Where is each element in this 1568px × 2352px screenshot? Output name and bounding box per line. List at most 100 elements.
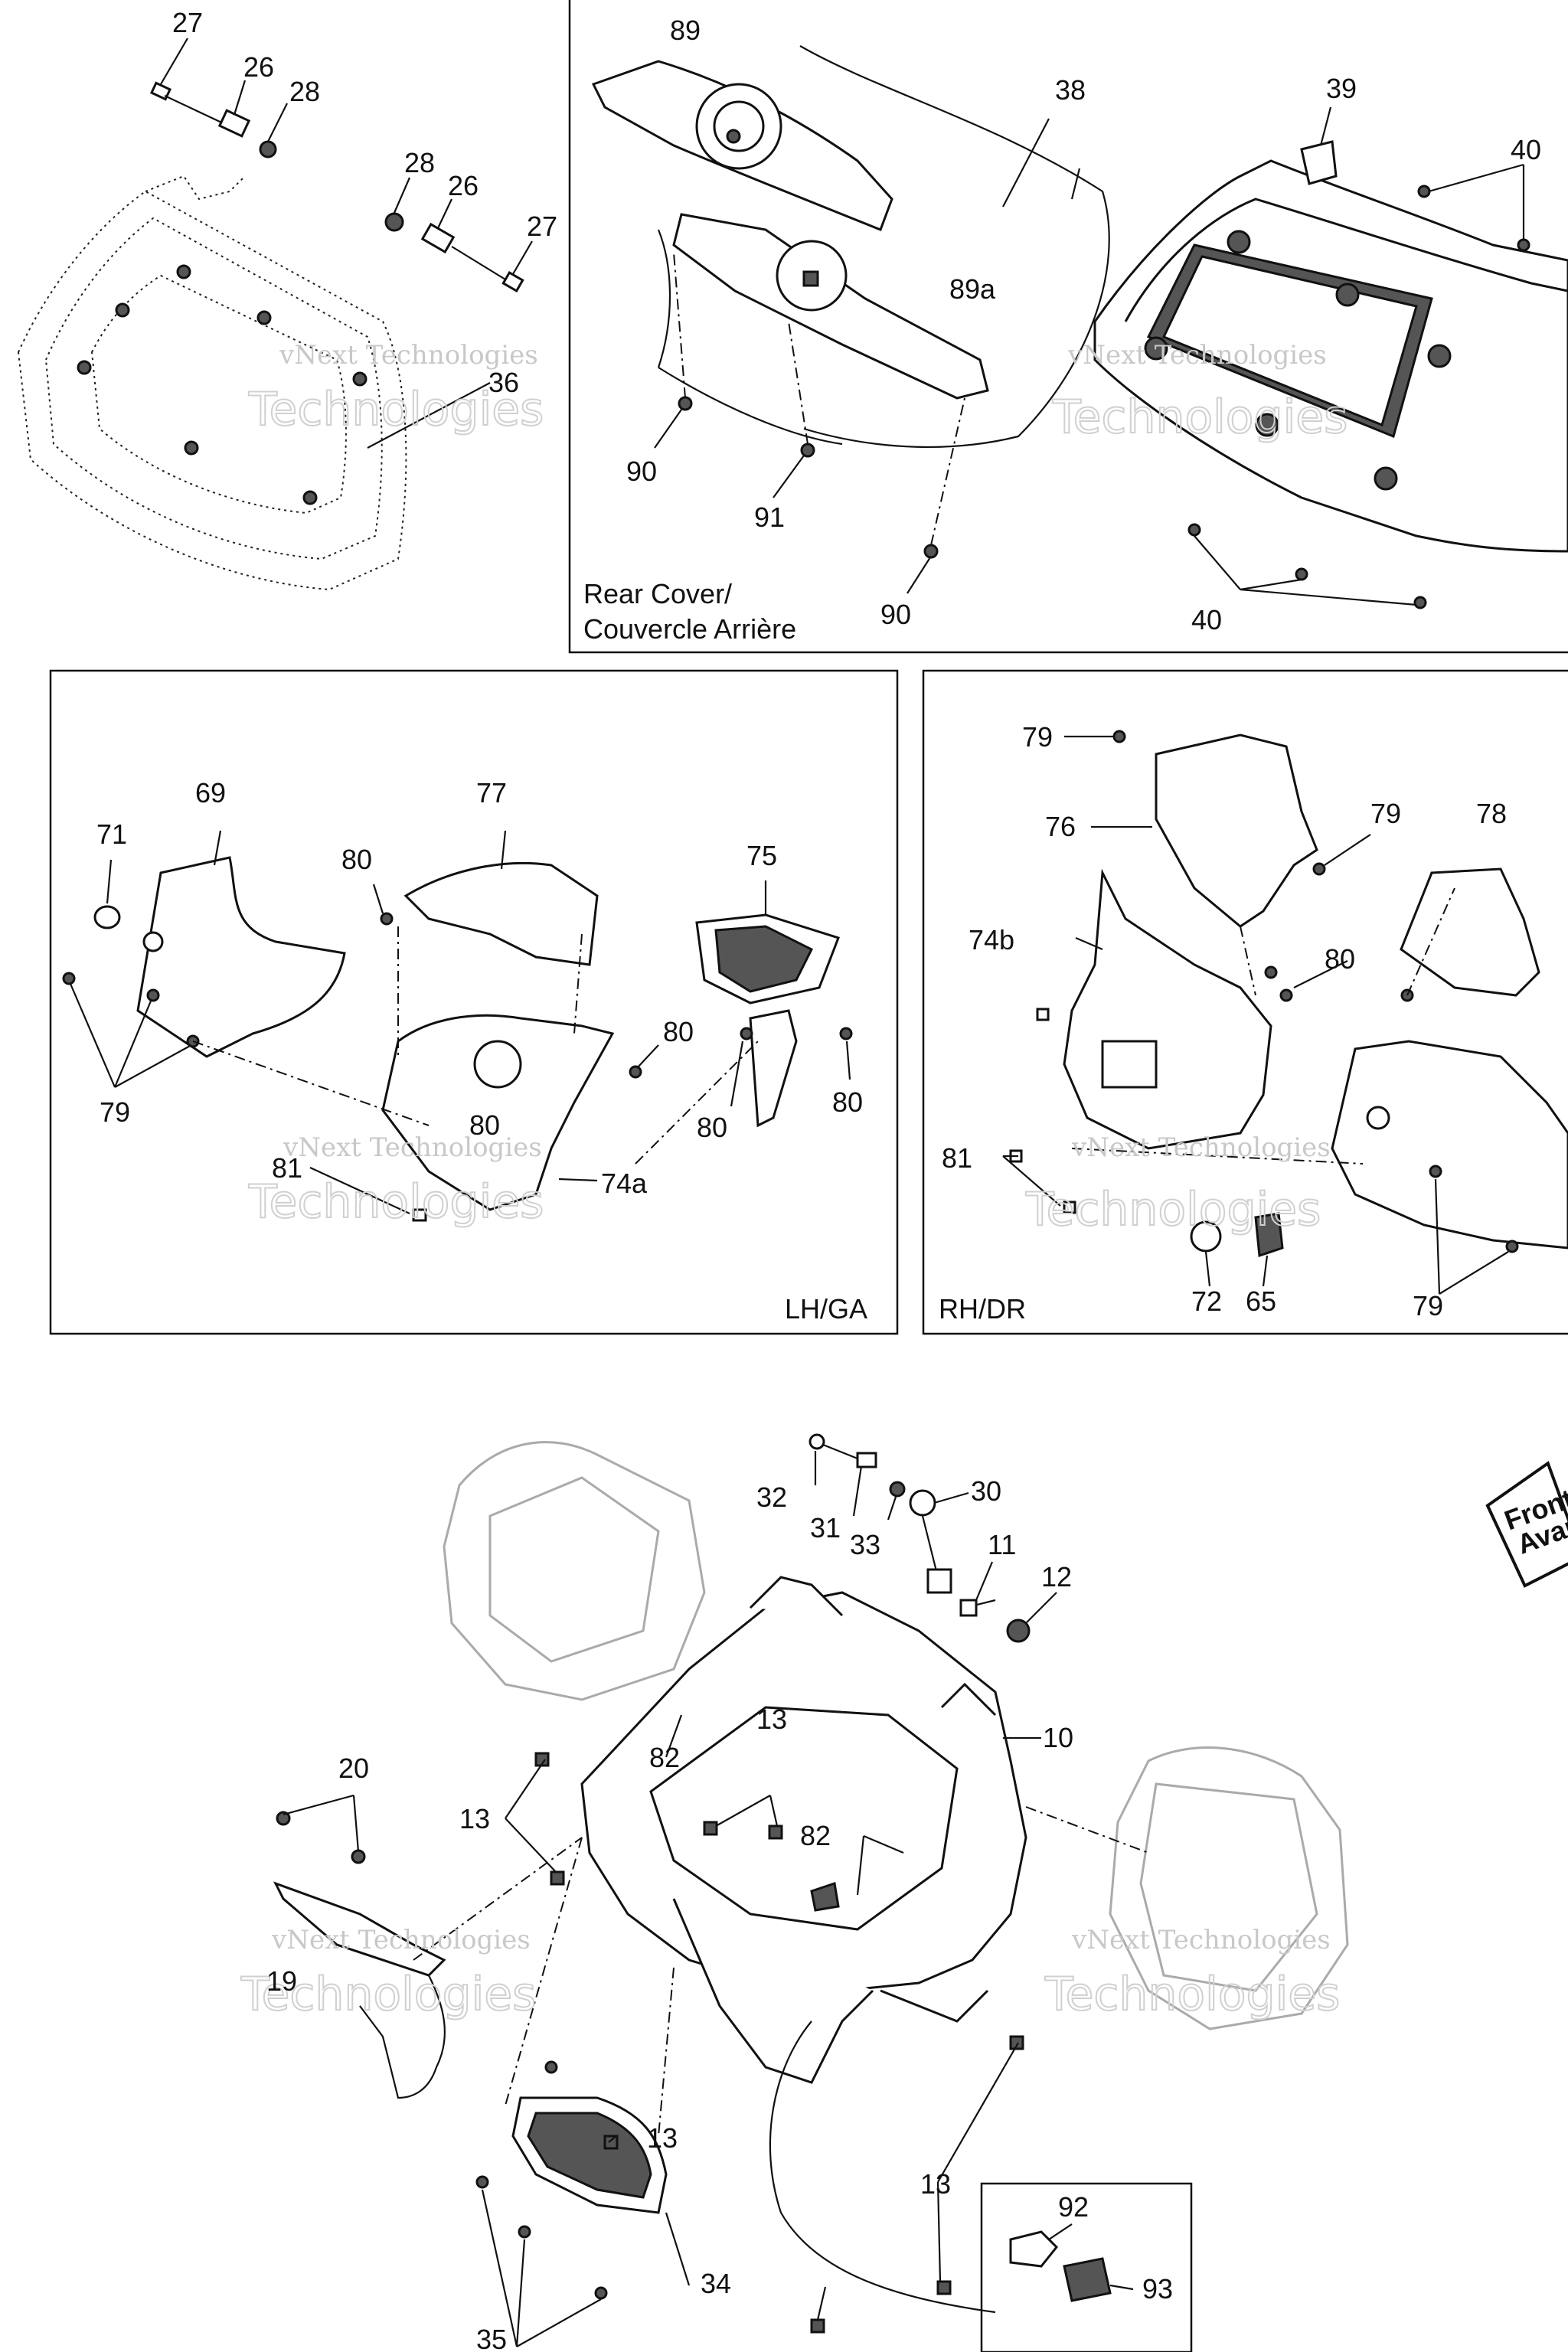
callout-34: 34 — [701, 2268, 731, 2299]
watermark: vNext Technologies Technologies vNext Te… — [240, 340, 1348, 2022]
callout-32: 32 — [756, 1481, 787, 1513]
part-32-bolt — [808, 1433, 906, 1498]
callout-26: 26 — [243, 51, 274, 83]
callout-80: 80 — [1325, 943, 1355, 975]
inset-panel-frame — [980, 2182, 1193, 2352]
svg-text:vNext Technologies: vNext Technologies — [271, 1925, 531, 1955]
callout-78: 78 — [1476, 798, 1507, 829]
callout-74a: 74a — [601, 1168, 648, 1199]
callout-40: 40 — [1511, 134, 1541, 165]
callout-40: 40 — [1191, 604, 1222, 635]
callout-39: 39 — [1326, 73, 1357, 104]
svg-text:vNext Technologies: vNext Technologies — [1067, 340, 1327, 371]
callout-93: 93 — [1142, 2273, 1173, 2305]
part-92-clip — [1009, 2230, 1059, 2268]
callout-82: 82 — [800, 1820, 831, 1851]
left-panel-label: LH/GA — [785, 1293, 867, 1325]
callout-82: 82 — [649, 1742, 680, 1773]
part-10-frame — [580, 1576, 1027, 2084]
callout-36: 36 — [488, 367, 519, 398]
callout-92: 92 — [1058, 2191, 1089, 2223]
callout-19: 19 — [266, 1965, 297, 1997]
callout-27: 27 — [172, 7, 203, 38]
callout-74b: 74b — [969, 924, 1014, 956]
svg-text:Technologies: Technologies — [1025, 1183, 1321, 1236]
front-direction-badge: Front Avant — [1485, 1461, 1568, 1588]
callout-80: 80 — [663, 1016, 694, 1047]
callout-79: 79 — [1022, 721, 1053, 753]
callout-71: 71 — [96, 818, 127, 850]
svg-text:Technologies: Technologies — [240, 1968, 536, 2021]
callout-79: 79 — [1413, 1290, 1443, 1321]
svg-text:vNext Technologies: vNext Technologies — [1071, 1132, 1331, 1163]
callout-80: 80 — [341, 844, 372, 875]
left-panel-frame — [49, 669, 899, 1335]
windshield-assembly — [17, 175, 407, 591]
callout-33: 33 — [850, 1529, 880, 1560]
callout-69: 69 — [195, 777, 226, 808]
part-30-strut — [909, 1489, 952, 1594]
callout-72: 72 — [1191, 1285, 1222, 1317]
callout-77: 77 — [476, 777, 507, 808]
right-panel-frame — [922, 669, 1568, 1335]
callout-26: 26 — [448, 170, 479, 201]
callout-27: 27 — [527, 211, 557, 242]
svg-text:Technologies: Technologies — [248, 1175, 544, 1229]
part-71-plug — [93, 905, 121, 929]
right-panel-label: RH/DR — [939, 1293, 1026, 1325]
part-89a-bracket — [672, 213, 989, 400]
part-78-cover — [1400, 867, 1540, 997]
callout-80: 80 — [469, 1109, 500, 1141]
part-19-harness — [273, 1881, 446, 2099]
part-74a-duct — [381, 1009, 798, 1211]
callout-labels: 27 26 28 28 26 27 36 89 38 39 40 89a 90 … — [96, 7, 1541, 2352]
part-69-panel — [136, 856, 346, 1058]
part-39-clip — [1300, 140, 1338, 185]
callout-35: 35 — [476, 2324, 507, 2352]
callout-20: 20 — [338, 1753, 369, 1784]
callout-28: 28 — [404, 147, 435, 178]
callout-90: 90 — [626, 456, 657, 487]
part-76-cover — [1155, 733, 1318, 928]
part-right-bottom-cover — [1331, 1040, 1568, 1250]
callout-81: 81 — [272, 1152, 302, 1184]
part-65-grommet — [1254, 1212, 1284, 1258]
callout-79: 79 — [100, 1096, 130, 1128]
callout-89a: 89a — [949, 273, 996, 305]
svg-text:Technologies: Technologies — [1052, 390, 1348, 444]
svg-text:vNext Technologies: vNext Technologies — [283, 1132, 542, 1163]
callout-13: 13 — [647, 2122, 678, 2154]
callout-89: 89 — [670, 15, 701, 46]
callout-31: 31 — [810, 1512, 841, 1544]
callout-10: 10 — [1043, 1722, 1073, 1753]
part-38-rear-cover — [1093, 159, 1568, 553]
callout-80: 80 — [697, 1112, 727, 1143]
svg-text:vNext Technologies: vNext Technologies — [1071, 1925, 1331, 1955]
part-77-duct — [403, 861, 599, 966]
ghost-part-right — [1109, 1746, 1349, 2030]
callout-38: 38 — [1055, 74, 1086, 106]
part-89-cover — [591, 60, 893, 231]
callout-76: 76 — [1045, 811, 1076, 842]
svg-text:vNext Technologies: vNext Technologies — [279, 340, 538, 371]
rear-cover-label-line2: Couvercle Arrière — [583, 613, 796, 645]
screw-79-left — [62, 972, 76, 985]
callout-11: 11 — [988, 1529, 1016, 1560]
rear-cover-frame — [568, 0, 1568, 654]
part-93-connector — [1063, 2257, 1112, 2302]
callout-79: 79 — [1370, 798, 1401, 829]
bolt-27-left — [149, 81, 277, 158]
part-75-grille — [695, 913, 840, 1004]
ghost-part-upper-left — [443, 1441, 706, 1701]
callout-65: 65 — [1246, 1285, 1276, 1317]
svg-text:Technologies: Technologies — [1044, 1968, 1340, 2021]
part-11-bolt — [959, 1599, 1031, 1643]
callout-80: 80 — [832, 1086, 863, 1118]
callout-12: 12 — [1041, 1561, 1072, 1592]
callout-13: 13 — [920, 2168, 951, 2200]
part-74b-duct — [1063, 868, 1272, 1150]
bolt-27-right — [384, 212, 524, 292]
callout-30: 30 — [971, 1475, 1001, 1507]
callout-81: 81 — [942, 1142, 972, 1174]
